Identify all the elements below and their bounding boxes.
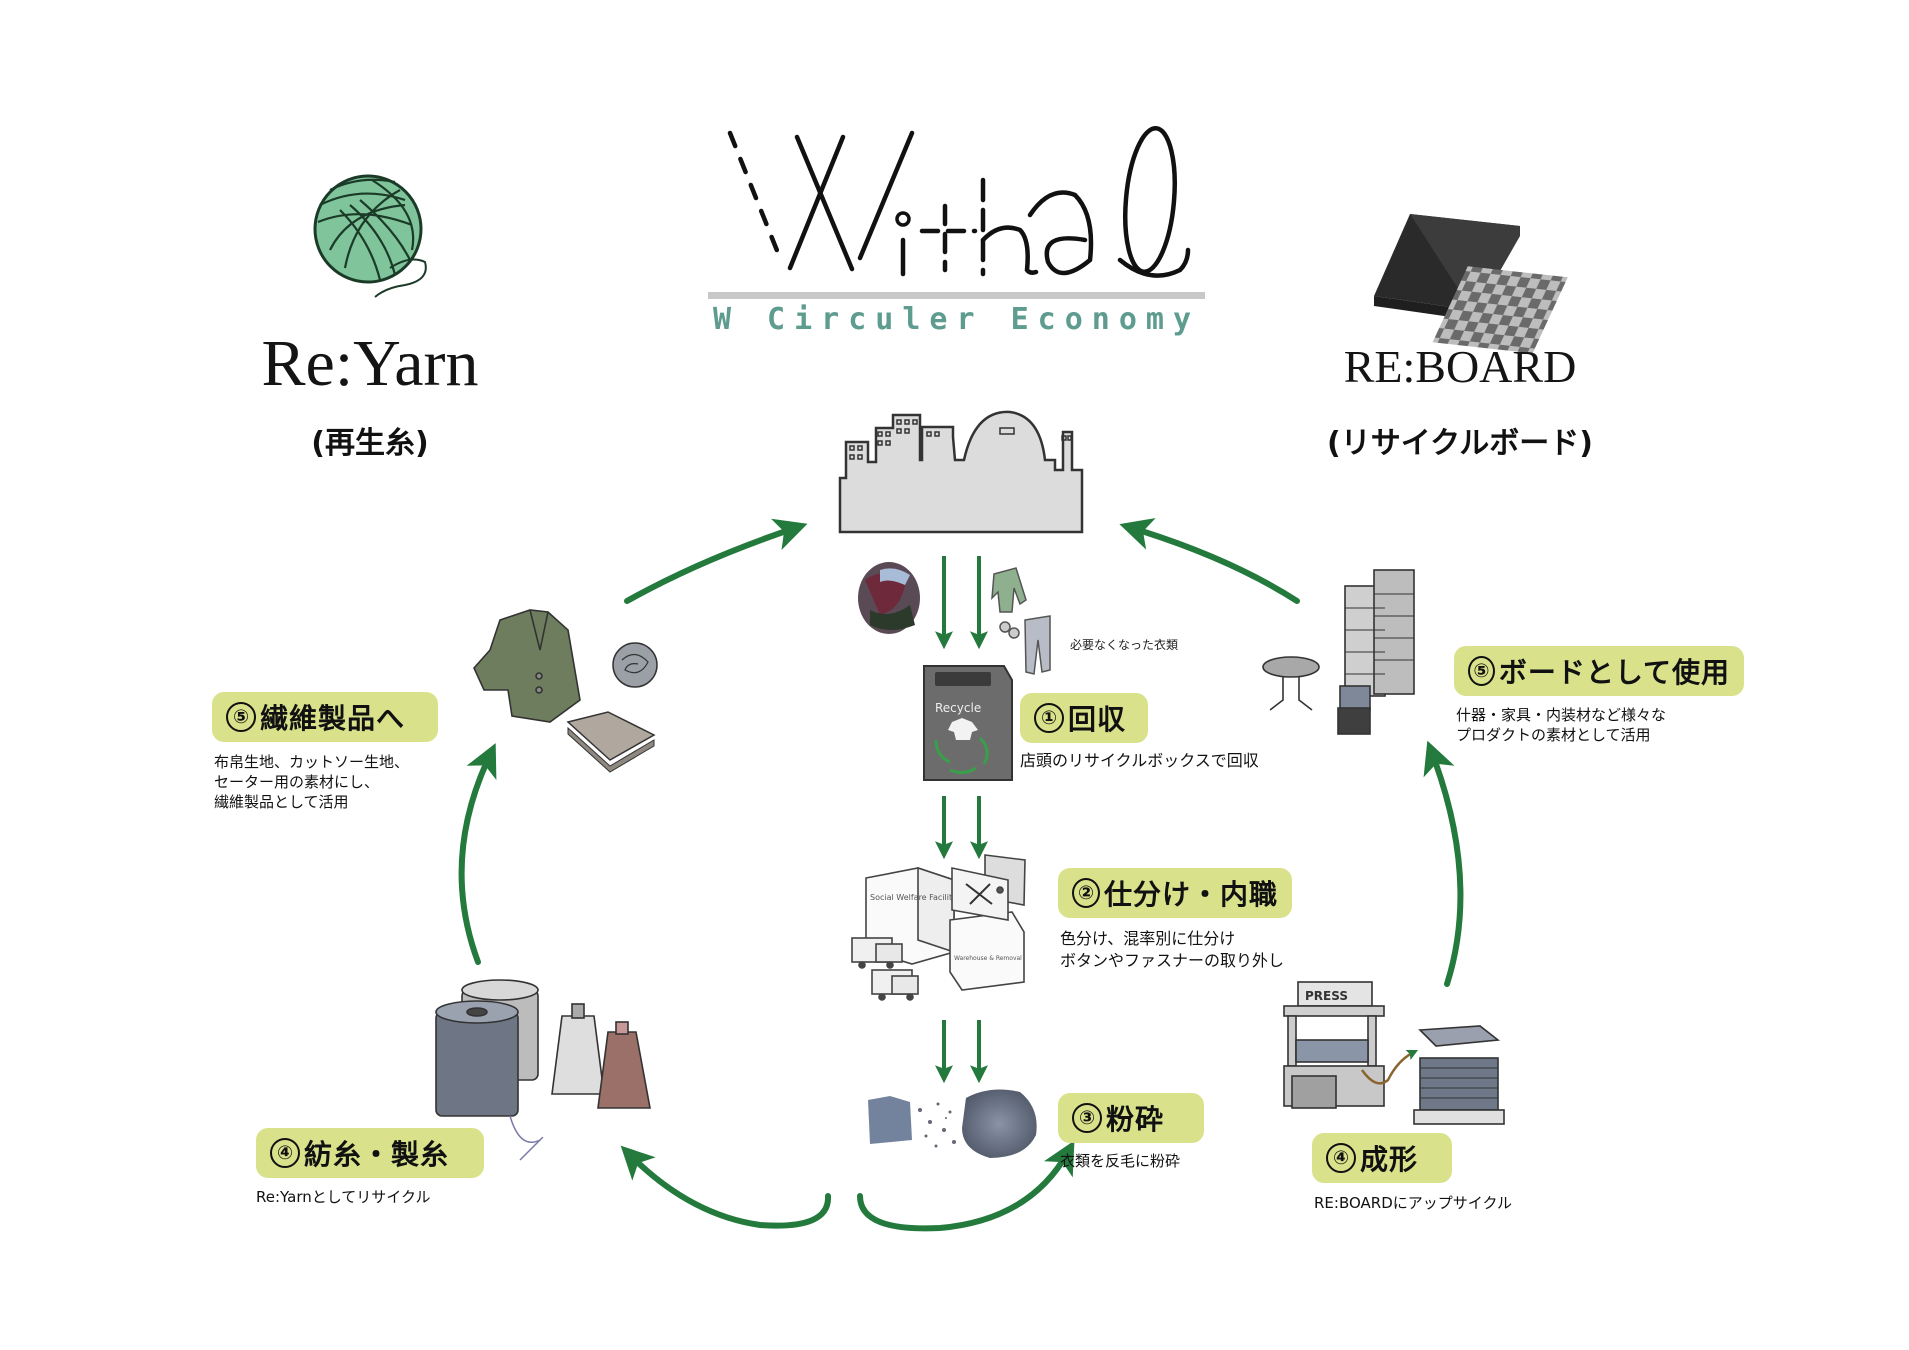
reyarn-subtitle: (再生糸) xyxy=(311,426,429,461)
step-title: 成形 xyxy=(1360,1143,1419,1176)
step-number: ④ xyxy=(270,1138,300,1168)
step-title: 紡糸・製糸 xyxy=(304,1138,450,1171)
step-badge-crush: ③ 粉砕 xyxy=(1058,1093,1204,1143)
logo-divider xyxy=(708,292,1205,299)
reboard-subtitle: (リサイクルボード) xyxy=(1327,426,1593,461)
step-desc-sort: 色分け、混率別に仕分け ボタンやファスナーの取り外し xyxy=(1060,929,1285,970)
clothes-pile-icon xyxy=(858,562,920,634)
press-label: PRESS xyxy=(1305,989,1348,1003)
jacket-icon xyxy=(473,609,581,723)
step-desc-collect: 店頭のリサイクルボックスで回収 xyxy=(1020,751,1259,770)
step-desc-spin: Re:Yarnとしてリサイクル xyxy=(256,1188,431,1206)
reyarn-title: Re:Yarn xyxy=(261,327,479,400)
folded-fabric-icon xyxy=(566,711,656,773)
furniture-shelf-icon xyxy=(1262,569,1415,735)
step-desc-board-use: 什器・家具・内装材など様々な プロダクトの素材として活用 xyxy=(1456,706,1667,744)
cycle-arrows xyxy=(458,518,1464,1232)
flow-arrows-down xyxy=(935,556,988,1084)
recycle-box-text: Recycle xyxy=(935,701,981,715)
warehouse-label: Warehouse & Removal xyxy=(954,955,1022,962)
withal-logo-icon xyxy=(727,125,1191,278)
unwanted-clothes-note: 必要なくなった衣類 xyxy=(1070,638,1179,652)
recycle-box-icon: Recycle xyxy=(923,665,1013,781)
unwanted-clothes-icon xyxy=(991,567,1051,675)
press-machine-icon: PRESS xyxy=(1283,981,1505,1125)
step-badge-collect: ① 回収 xyxy=(1020,693,1148,743)
step-badge-sort: ② 仕分け・内職 xyxy=(1058,868,1292,918)
step-number: ② xyxy=(1072,878,1100,908)
step-title: 仕分け・内職 xyxy=(1103,878,1278,911)
step-number: ③ xyxy=(1072,1103,1102,1133)
shredded-fiber-icon xyxy=(868,1089,1037,1158)
step-badge-mold: ④ 成形 xyxy=(1312,1133,1452,1183)
step-number: ④ xyxy=(1326,1143,1356,1173)
step-desc-mold: RE:BOARDにアップサイクル xyxy=(1314,1194,1513,1212)
logo-tagline: W Circuler Economy xyxy=(712,302,1201,337)
step-title: 粉砕 xyxy=(1106,1103,1165,1136)
step-desc-textile: 布帛生地、カットソー生地、 セーター用の素材にし、 繊維製品として活用 xyxy=(214,753,410,811)
step-badge-textile: ⑤ 繊維製品へ xyxy=(212,692,438,742)
facility-label: Social Welfare Facilities xyxy=(870,893,963,902)
city-skyline-icon xyxy=(838,410,1084,534)
yarn-ball-icon xyxy=(313,174,427,298)
step-badge-spin: ④ 紡糸・製糸 xyxy=(256,1128,484,1178)
step-title: 繊維製品へ xyxy=(260,702,406,735)
reboard-title: RE:BOARD xyxy=(1343,341,1577,392)
rose-corsage-icon xyxy=(612,642,658,688)
step-title: 回収 xyxy=(1068,703,1127,736)
step-desc-crush: 衣類を反毛に粉砕 xyxy=(1060,1152,1181,1170)
yarn-cones-icon xyxy=(435,979,651,1161)
step-number: ⑤ xyxy=(1468,656,1495,686)
welfare-facility-icon: Social Welfare Facilities Warehouse & Re… xyxy=(851,854,1026,1001)
step-number: ① xyxy=(1034,703,1064,733)
step-badge-board-use: ⑤ ボードとして使用 xyxy=(1454,646,1744,696)
step-number: ⑤ xyxy=(226,702,256,732)
step-title: ボードとして使用 xyxy=(1498,656,1730,689)
checkered-board-icon xyxy=(1374,214,1568,354)
